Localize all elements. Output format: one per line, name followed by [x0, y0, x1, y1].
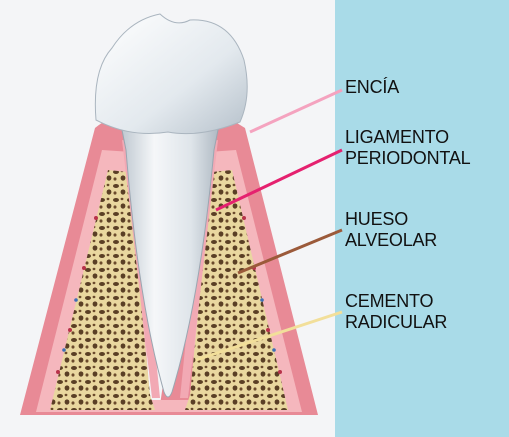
label-ligamento-line1: LIGAMENTO — [345, 127, 471, 148]
label-encia: ENCÍA — [345, 77, 399, 98]
label-hueso-alveolar: HUESO ALVEOLAR — [345, 209, 437, 251]
label-cemento-radicular: CEMENTO RADICULAR — [345, 291, 447, 333]
leader-encia — [250, 90, 342, 132]
label-encia-line1: ENCÍA — [345, 77, 399, 98]
tooth-crown — [95, 14, 247, 134]
label-hueso-line2: ALVEOLAR — [345, 230, 437, 251]
label-hueso-line1: HUESO — [345, 209, 437, 230]
label-ligamento-line2: PERIODONTAL — [345, 148, 471, 169]
label-cemento-line1: CEMENTO — [345, 291, 447, 312]
label-cemento-line2: RADICULAR — [345, 312, 447, 333]
label-ligamento-periodontal: LIGAMENTO PERIODONTAL — [345, 127, 471, 169]
